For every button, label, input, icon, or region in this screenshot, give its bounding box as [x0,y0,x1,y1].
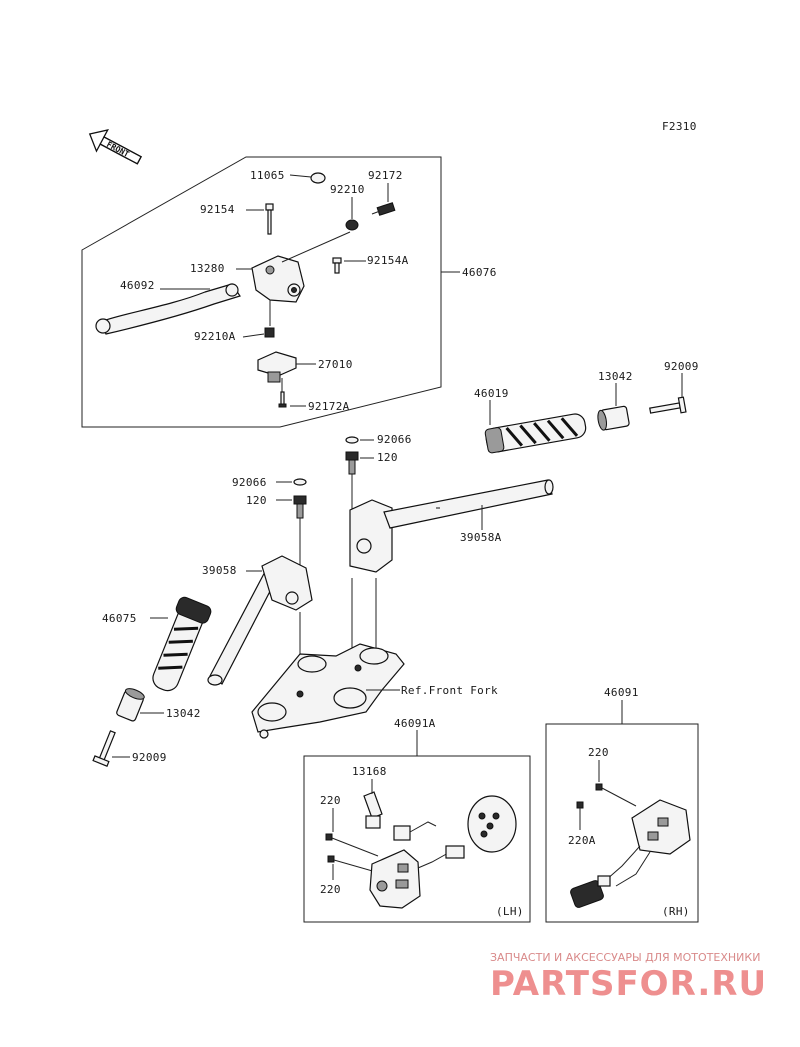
assembly-box-46076 [81,156,442,428]
label-92154A: 92154A [367,254,409,267]
label-46092: 46092 [120,279,155,292]
label-39058A: 39058A [460,531,502,544]
label-46091: 46091 [604,686,639,699]
screw-92009-bot [92,730,116,767]
label-13280: 13280 [190,262,225,275]
screw-220-rh [595,783,637,807]
label-120-top: 120 [377,451,398,464]
rh-switch-housing [570,799,691,908]
washer-92066-left [293,478,307,486]
label-46091A: 46091A [394,717,436,730]
label-lh: (LH) [496,905,524,918]
switch-27010 [257,351,297,383]
label-220-lh2: 220 [320,883,341,896]
figure-code: F2310 [662,120,697,133]
screw-220-lh1 [325,833,379,857]
label-92154: 92154 [200,203,235,216]
label-220-rh: 220 [588,746,609,759]
screw-92172A [278,391,287,408]
screw-92009-top [649,396,687,414]
watermark-caption: ЗАПЧАСТИ И АКСЕССУАРЫ ДЛЯ МОТОТЕХНИКИ [490,951,760,964]
label-13168: 13168 [352,765,387,778]
bolt-120-top [345,451,359,475]
cap-11065 [310,172,326,184]
screw-220-lh2 [327,855,377,873]
front-label: FRONT [105,140,131,159]
handlebar-39058 [207,555,313,686]
grip-46075 [152,596,212,692]
lh-connector [445,795,517,859]
label-46019: 46019 [474,387,509,400]
label-220-lh1: 220 [320,794,341,807]
lever-holder-13280 [251,231,351,303]
front-arrow-icon: FRONT [88,128,142,165]
bar-end-weight-13042-top [597,405,630,431]
pivot-bolt-92154 [265,203,274,235]
label-120-left: 120 [246,494,267,507]
label-92210A: 92210A [194,330,236,343]
bar-end-weight-13042-bot [116,688,145,722]
label-rh: (RH) [662,905,690,918]
label-92172A: 92172A [308,400,350,413]
label-92210: 92210 [330,183,365,196]
screw-220A [576,801,584,830]
label-220A: 220A [568,834,596,847]
lh-switch-housing [369,821,451,909]
label-13042-top: 13042 [598,370,633,383]
label-92009-top: 92009 [664,360,699,373]
label-11065: 11065 [250,169,285,182]
label-92172: 92172 [368,169,403,182]
label-92066-left: 92066 [232,476,267,489]
screw-92154A [332,257,342,274]
label-92066-top: 92066 [377,433,412,446]
triple-clamp [251,643,405,739]
label-92009-bot: 92009 [132,751,167,764]
bushing-92210A [264,327,275,338]
handlebar-39058A [349,479,554,573]
label-39058: 39058 [202,564,237,577]
washer-92210 [345,219,359,231]
bolt-92172 [371,202,396,216]
label-27010: 27010 [318,358,353,371]
label-ref-front-fork: Ref.Front Fork [401,684,498,697]
watermark-logo: PARTSFOR.RU [490,964,767,1004]
lever-46092 [95,283,241,335]
throttle-grip-46019 [484,413,587,454]
bolt-120-left [293,495,307,519]
label-46075: 46075 [102,612,137,625]
bracket-13168 [363,791,383,829]
label-13042-bot: 13042 [166,707,201,720]
washer-92066-top [345,436,359,444]
label-46076: 46076 [462,266,497,279]
